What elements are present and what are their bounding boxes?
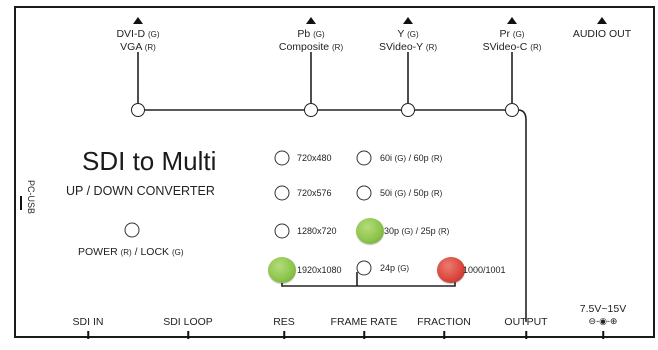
res-button[interactable] xyxy=(283,331,285,339)
res-label-1280x720: 1280x720 xyxy=(297,226,337,236)
product-subtitle: UP / DOWN CONVERTER xyxy=(66,184,215,198)
output-button[interactable] xyxy=(525,331,527,339)
usb-port-tick xyxy=(20,196,22,210)
res-label-720x576: 720x576 xyxy=(297,188,332,198)
sdi-loop-port[interactable] xyxy=(187,331,189,339)
fps-label-30: 30p (G) / 25p (R) xyxy=(384,226,450,236)
fraction-label: 1000/1001 xyxy=(463,265,506,275)
fps-label-50: 50i (G) / 50p (R) xyxy=(380,188,443,198)
output-arrow-icon xyxy=(507,17,517,24)
fps-label-24: 24p (G) xyxy=(380,263,410,273)
pb-composite-label: Pb (G) Composite (R) xyxy=(278,28,344,53)
fps-led-24 xyxy=(356,260,372,276)
frame-rate-button-label: FRAME RATE xyxy=(330,316,398,328)
pr-svideo-label: Pr (G) SVideo-C (R) xyxy=(482,28,542,53)
dvi-vga-label: DVI-D (G) VGA (R) xyxy=(116,28,160,53)
dvi-port[interactable] xyxy=(131,103,145,117)
output-arrow-icon xyxy=(403,17,413,24)
fraction-button-label: FRACTION xyxy=(417,316,471,328)
fps-label-60: 60i (G) / 60p (R) xyxy=(380,153,443,163)
res-led-720x576 xyxy=(274,185,290,201)
res-led-720x480 xyxy=(274,150,290,166)
output-arrow-icon xyxy=(597,17,607,24)
dc-polarity-icon: ⊖-◉-⊕ xyxy=(588,316,618,326)
fraction-button[interactable] xyxy=(443,331,445,339)
fps-led-60 xyxy=(356,150,372,166)
pc-usb-label: PC-USB xyxy=(26,180,36,215)
y-port[interactable] xyxy=(401,103,415,117)
sdi-loop-label: SDI LOOP xyxy=(163,316,213,328)
output-button-label: OUTPUT xyxy=(504,316,548,328)
power-lock-label: POWER (R) / LOCK (G) xyxy=(78,246,184,258)
fps-led-30-lit xyxy=(356,218,384,244)
frame-rate-button[interactable] xyxy=(363,331,365,339)
fraction-led-lit xyxy=(437,257,465,283)
res-label-1920x1080: 1920x1080 xyxy=(297,265,342,275)
res-label-720x480: 720x480 xyxy=(297,153,332,163)
audio-out-label: AUDIO OUT xyxy=(572,28,632,40)
dc-power-port[interactable] xyxy=(602,331,604,339)
pb-port[interactable] xyxy=(304,103,318,117)
product-title: SDI to Multi xyxy=(82,146,217,176)
output-arrow-icon xyxy=(306,17,316,24)
power-lock-led xyxy=(124,222,140,238)
res-led-1280x720 xyxy=(274,223,290,239)
fps-led-50 xyxy=(356,185,372,201)
res-led-1920x1080-lit xyxy=(268,257,296,283)
pr-port[interactable] xyxy=(505,103,519,117)
sdi-in-port[interactable] xyxy=(87,331,89,339)
output-arrow-icon xyxy=(133,17,143,24)
sdi-in-label: SDI IN xyxy=(72,316,104,328)
dc-voltage-label: 7.5V~15V xyxy=(579,303,627,315)
y-svideo-label: Y (G) SVideo-Y (R) xyxy=(378,28,438,53)
res-button-label: RES xyxy=(273,316,295,328)
